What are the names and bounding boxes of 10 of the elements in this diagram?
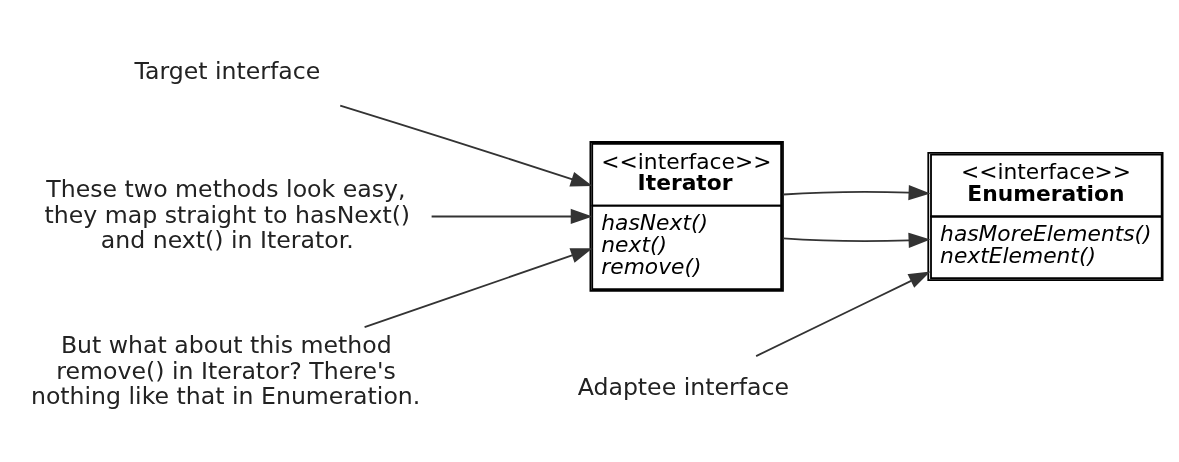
node-text: Adaptee interface [577, 373, 789, 402]
arrow [755, 271, 931, 358]
arrow [363, 248, 593, 328]
arrow [339, 104, 593, 187]
arrow [782, 232, 931, 248]
node-text: These two methods look easy, they map straight to hasNext() and next() in Iterator. [44, 175, 411, 255]
node-text: Target interface [134, 57, 321, 86]
arrow [430, 208, 593, 225]
arrow [782, 184, 931, 201]
node-text: But what about this method remove() in Iterator? There's nothing like that in Enumeration. [30, 331, 421, 411]
